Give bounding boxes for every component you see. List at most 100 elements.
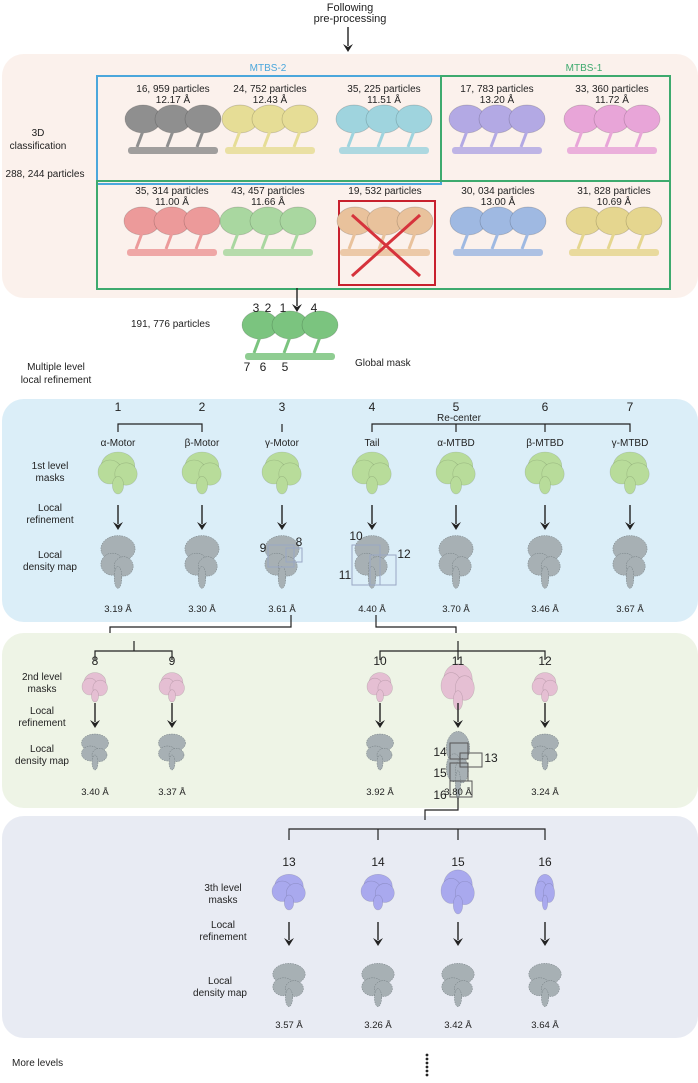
l1-density-map bbox=[438, 535, 474, 589]
l2-resolution: 3.24 Å bbox=[531, 787, 559, 798]
class-map-head bbox=[623, 104, 661, 134]
class-map bbox=[219, 206, 317, 256]
l2-sub-label: 14 bbox=[433, 745, 447, 759]
l1-refine-label-1: Local bbox=[38, 503, 62, 514]
l3-mask-part bbox=[283, 894, 295, 911]
l1-density-map bbox=[612, 535, 648, 589]
l1-mask-part bbox=[624, 476, 636, 495]
l2-density-map-11 bbox=[446, 731, 470, 799]
l1-mask bbox=[181, 451, 222, 495]
l3-mask bbox=[440, 869, 475, 915]
l2-arrow-head bbox=[540, 720, 550, 728]
bracket-8-9 bbox=[94, 650, 173, 660]
class-resolution: 10.69 Å bbox=[596, 197, 632, 208]
top-following: Following bbox=[326, 2, 374, 14]
class-map-stalk bbox=[165, 130, 175, 148]
class-map-microtubule bbox=[569, 249, 659, 256]
l1-column-name: Tail bbox=[364, 438, 380, 449]
l1-density-label-1: Local bbox=[38, 550, 62, 561]
class-map-microtubule bbox=[567, 147, 657, 154]
class-map bbox=[449, 206, 547, 256]
bracket-10-12 bbox=[379, 650, 546, 660]
l2-density-map-part bbox=[91, 754, 99, 771]
top-arrow-head bbox=[343, 44, 353, 52]
l2-arrow-head bbox=[90, 720, 100, 728]
l2-mask-part bbox=[541, 689, 549, 703]
class-map-head bbox=[184, 104, 222, 134]
l2-mask bbox=[81, 672, 108, 703]
class-map-microtubule bbox=[452, 147, 542, 154]
class-map bbox=[123, 206, 221, 256]
box-8 bbox=[285, 547, 303, 563]
l1-density-map-part bbox=[540, 566, 550, 589]
class-map-stalk bbox=[406, 130, 416, 148]
class-map-stalk bbox=[459, 130, 469, 148]
global-region-number: 3 bbox=[252, 301, 260, 315]
class-map-stalk bbox=[232, 130, 242, 148]
l1-column-number: 1 bbox=[114, 400, 122, 414]
l2-refine-label-1: Local bbox=[30, 706, 54, 717]
l3-masks-label-2: masks bbox=[208, 895, 238, 906]
l1-mask-part bbox=[450, 476, 462, 495]
more-levels-dot bbox=[425, 1057, 429, 1061]
l1-refine-label-2: refinement bbox=[26, 515, 74, 526]
bracket-4-7 bbox=[371, 423, 631, 432]
l2-arrow-head bbox=[167, 720, 177, 728]
l1-density-map bbox=[184, 535, 220, 589]
l1-column-number: 4 bbox=[368, 400, 376, 414]
l2-density-map-part bbox=[376, 754, 384, 771]
class-resolution: 11.51 Å bbox=[367, 95, 401, 106]
l1-sub-label: 10 bbox=[349, 529, 363, 543]
class-particles: 19, 532 particles bbox=[348, 186, 422, 197]
class-map-stalk bbox=[134, 232, 144, 250]
l1-arrow-head bbox=[540, 522, 550, 530]
l1-arrow-head bbox=[277, 522, 287, 530]
l3-arrow-head bbox=[540, 938, 550, 946]
class-particles: 43, 457 particles bbox=[231, 186, 305, 197]
l3-density-map-part bbox=[374, 988, 382, 1007]
l2-column-number: 9 bbox=[168, 654, 176, 668]
global-arrow-head bbox=[292, 304, 302, 312]
connector-3 bbox=[109, 615, 292, 633]
class-map-stalk bbox=[460, 232, 470, 250]
l2-sub-label: 15 bbox=[433, 766, 447, 780]
l1-column-number: 2 bbox=[198, 400, 206, 414]
l1-resolution: 3.19 Å bbox=[104, 604, 132, 615]
l3-column-number: 16 bbox=[538, 855, 552, 869]
l2-column-number: 11 bbox=[451, 654, 465, 668]
level2-panel bbox=[2, 633, 698, 808]
l3-density-map bbox=[361, 963, 395, 1007]
l3-mask bbox=[360, 873, 395, 911]
box-9 bbox=[267, 544, 295, 568]
box-12 bbox=[369, 554, 397, 586]
l3-density-map bbox=[528, 963, 562, 1007]
class-particles: 35, 225 particles bbox=[347, 84, 421, 95]
class-resolution: 12.17 Å bbox=[155, 95, 191, 106]
l2-density-map-part bbox=[541, 754, 549, 771]
l3-masks-label-1: 3th level bbox=[204, 883, 242, 894]
class-map-microtubule bbox=[225, 147, 315, 154]
l2-arrow-head bbox=[375, 720, 385, 728]
l1-density-map bbox=[354, 535, 390, 589]
l1-mask-part bbox=[366, 476, 378, 495]
l1-mask-part bbox=[196, 476, 208, 495]
l3-column-number: 13 bbox=[282, 855, 296, 869]
l3-column-number: 15 bbox=[451, 855, 465, 869]
l1-column-number: 5 bbox=[452, 400, 460, 414]
class-map-stalk bbox=[195, 130, 205, 148]
l3-density-map-part bbox=[285, 988, 293, 1007]
global-map bbox=[241, 310, 339, 360]
l1-density-map-part bbox=[113, 566, 123, 589]
class-particles: 33, 360 particles bbox=[575, 84, 649, 95]
class-map bbox=[448, 104, 546, 154]
l3-mask-part bbox=[452, 895, 464, 915]
global-region-number: 5 bbox=[281, 360, 289, 374]
class-map-stalk bbox=[574, 130, 584, 148]
l1-column-number: 7 bbox=[626, 400, 634, 414]
class-map-stalk bbox=[347, 232, 357, 250]
class-map-microtubule bbox=[340, 249, 430, 256]
l3-density-label-1: Local bbox=[208, 976, 232, 987]
l3-refine-label-2: refinement bbox=[199, 932, 247, 943]
class-map bbox=[565, 206, 663, 256]
l2-mask bbox=[158, 672, 185, 703]
